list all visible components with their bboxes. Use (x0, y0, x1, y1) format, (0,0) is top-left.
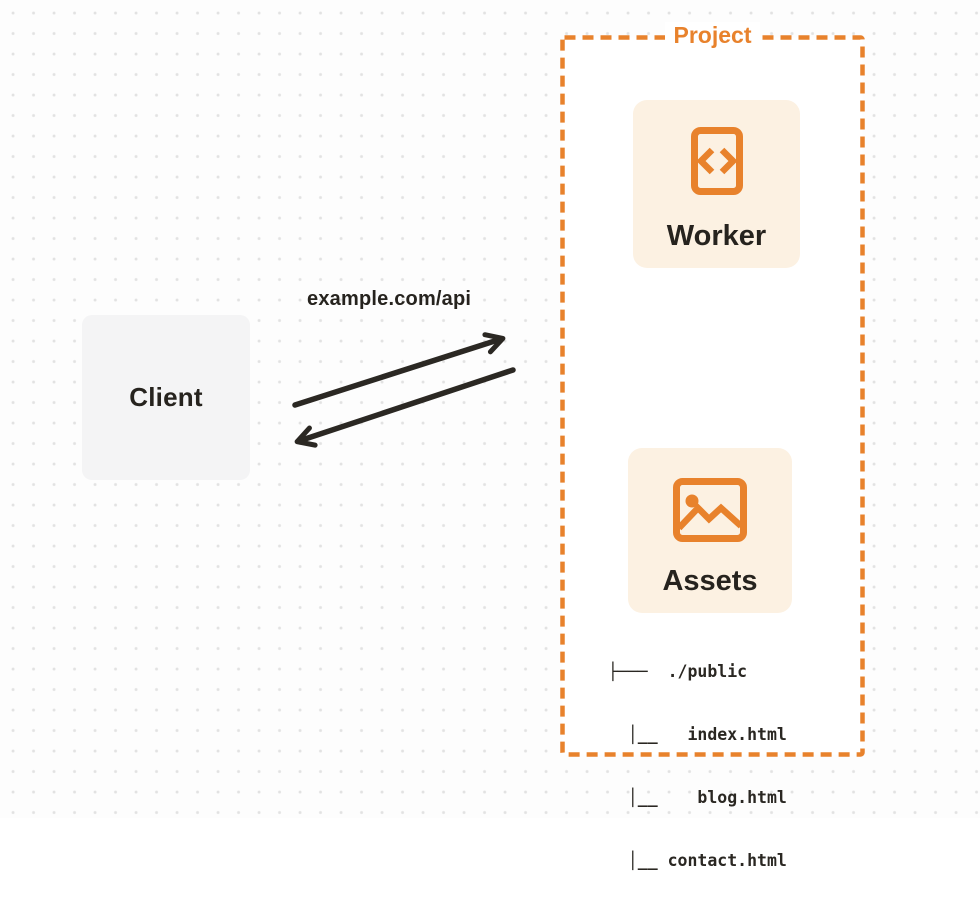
project-group: Project Worker Assets ├─── ./public │__ … (560, 22, 865, 870)
file-tree: ├─── ./public │__ index.html │__ blog.ht… (608, 619, 787, 913)
file-tree-line: │__ contact.html (608, 851, 787, 870)
code-icon (690, 127, 743, 195)
worker-node: Worker (633, 100, 800, 268)
request-url-label: example.com/api (307, 288, 472, 310)
worker-label: Worker (666, 220, 767, 252)
diagram-canvas: Client example.com/api Project Worker (0, 0, 980, 870)
file-tree-line: ├─── ./public (608, 662, 748, 681)
assets-node: Assets (628, 448, 792, 613)
project-label: Project (664, 22, 761, 48)
response-arrow (294, 367, 516, 448)
request-arrow (292, 332, 506, 408)
client-node: Client (82, 315, 250, 480)
file-tree-line: │__ blog.html (608, 788, 787, 807)
image-icon (673, 478, 747, 542)
assets-label: Assets (662, 565, 758, 597)
client-label: Client (129, 382, 203, 412)
file-tree-line: │__ index.html (608, 725, 787, 744)
